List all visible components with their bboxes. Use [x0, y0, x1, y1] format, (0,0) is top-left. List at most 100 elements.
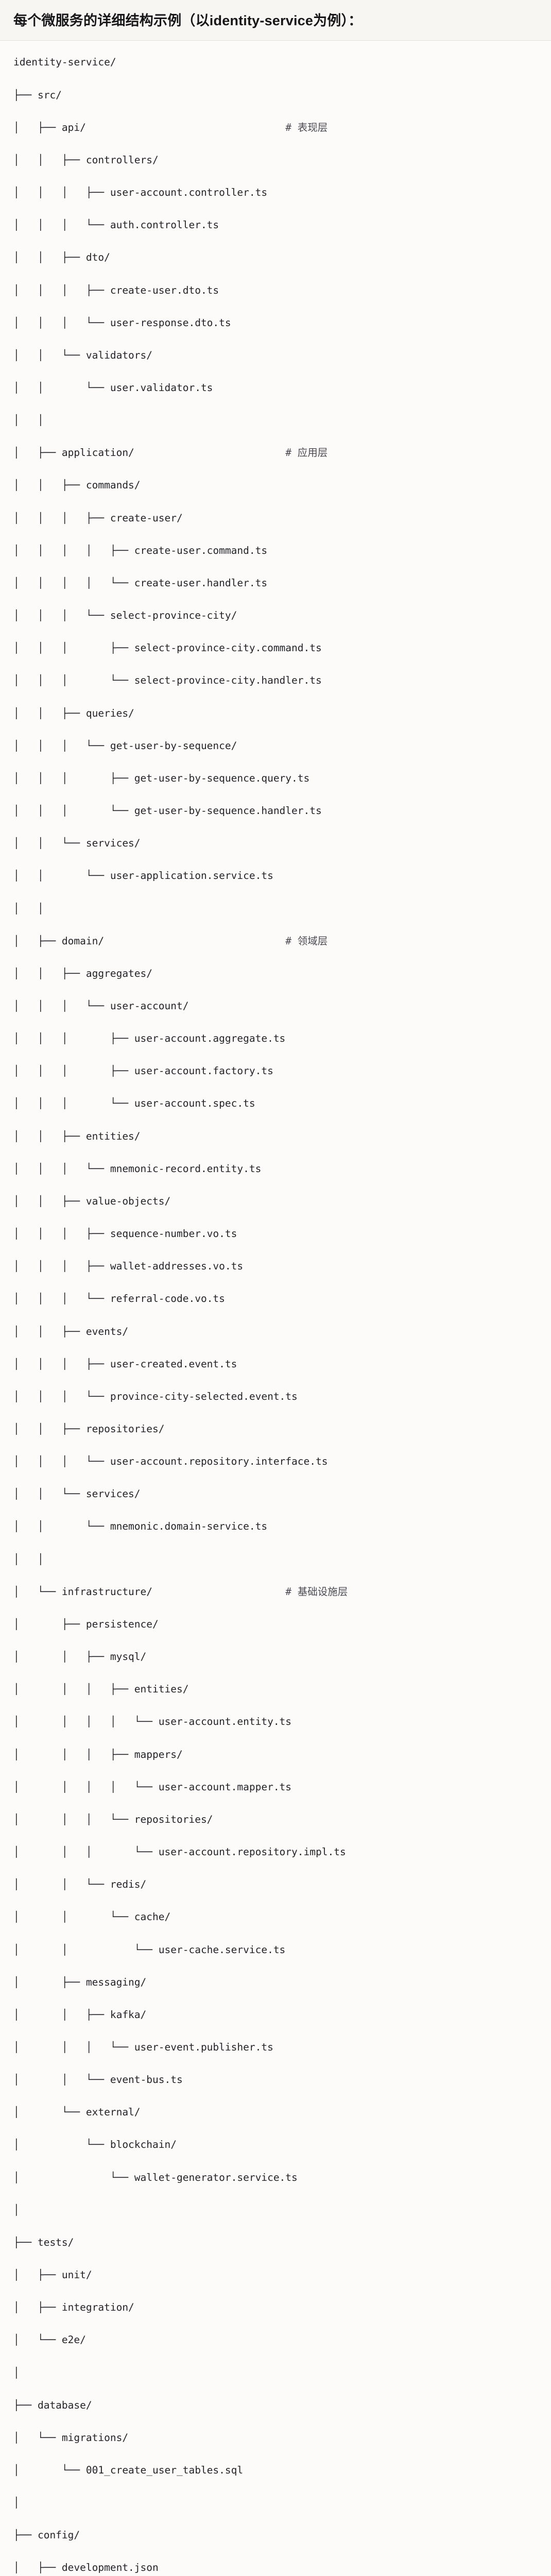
- tree-line: │ │: [13, 412, 538, 429]
- tree-line: │ │ │ └── select-province-city/: [13, 607, 538, 624]
- tree-node-label: │ │ │ ├── wallet-addresses.vo.ts: [13, 1260, 244, 1273]
- tree-node-label: │ ├── development.json: [13, 2562, 159, 2574]
- tree-node-label: │ │ └── validators/: [13, 349, 153, 361]
- tree-node-label: │ │ │ └── province-city-selected.event.t…: [13, 1390, 298, 1402]
- tree-node-label: ├── tests/: [13, 2236, 74, 2248]
- tree-node-label: ├── src/: [13, 89, 62, 101]
- tree-node-label: │ │ ├── commands/: [13, 479, 141, 492]
- tree-node-label: │ │ ├── dto/: [13, 251, 110, 264]
- tree-node-label: │ │ └── mnemonic.domain-service.ts: [13, 1520, 268, 1533]
- tree-line: │ │ │ │ └── user-account.entity.ts: [13, 1714, 538, 1730]
- tree-node-label: │ │ │ ├── create-user.dto.ts: [13, 284, 219, 296]
- tree-node-label: │ │ │ └── referral-code.vo.ts: [13, 1293, 225, 1305]
- tree-node-label: │ │ └── services/: [13, 1488, 141, 1500]
- tree-node-label: │ │ │ └── user-account.spec.ts: [13, 1097, 255, 1110]
- tree-node-label: │ │ │ │ └── create-user.handler.ts: [13, 577, 268, 589]
- tree-line: │ │ │ └── repositories/: [13, 1811, 538, 1828]
- tree-node-comment: # 领域层: [104, 935, 328, 947]
- tree-line: │ │ └── validators/: [13, 347, 538, 364]
- tree-line: │ │ └── services/: [13, 835, 538, 852]
- tree-line: │ └── blockchain/: [13, 2137, 538, 2153]
- tree-node-label: │ │ ├── entities/: [13, 1130, 141, 1142]
- tree-node-comment: # 应用层: [134, 447, 328, 459]
- tree-node-label: identity-service/: [13, 56, 116, 69]
- tree-line: │ │ ├── aggregates/: [13, 965, 538, 982]
- tree-node-label: │ ├── messaging/: [13, 1976, 147, 1988]
- tree-line: │: [13, 2365, 538, 2381]
- page-title: 每个微服务的详细结构示例（以identity-service为例）：: [13, 13, 363, 28]
- tree-node-label: │: [13, 2366, 20, 2379]
- tree-node-label: │ └── e2e/: [13, 2334, 86, 2346]
- tree-node-label: │ │ ├── aggregates/: [13, 967, 153, 979]
- tree-line: │ │ └── cache/: [13, 1909, 538, 1925]
- tree-node-label: │ │ │ ├── user-created.event.ts: [13, 1358, 237, 1370]
- tree-node-label: │ │ │ └── user-account/: [13, 999, 189, 1012]
- tree-line: │ ├── development.json: [13, 2560, 538, 2576]
- tree-line: │ │ │ └── province-city-selected.event.t…: [13, 1388, 538, 1405]
- tree-node-label: │ │ │ ├── mappers/: [13, 1748, 183, 1760]
- directory-tree: identity-service/ ├── src/ │ ├── api/ # …: [13, 54, 538, 2576]
- tree-line: │ │ │ └── referral-code.vo.ts: [13, 1291, 538, 1307]
- tree-line: │ │ │ ├── sequence-number.vo.ts: [13, 1226, 538, 1242]
- tree-line: │ ├── api/ # 表现层: [13, 120, 538, 136]
- tree-node-label: │ │ │ └── user-event.publisher.ts: [13, 2041, 273, 2053]
- tree-line: │ │ │ ├── create-user/: [13, 510, 538, 527]
- tree-line: │ │ │ └── user-account/: [13, 998, 538, 1014]
- tree-line: │ │ │ ├── select-province-city.command.t…: [13, 640, 538, 656]
- tree-line: │ │ └── user-cache.service.ts: [13, 1942, 538, 1958]
- tree-node-label: │ │ │ └── repositories/: [13, 1813, 213, 1825]
- tree-line: │ └── 001_create_user_tables.sql: [13, 2462, 538, 2479]
- tree-line: ├── database/: [13, 2397, 538, 2414]
- tree-line: ├── tests/: [13, 2234, 538, 2251]
- tree-line: │ │: [13, 1551, 538, 1568]
- tree-line: │ │ └── event-bus.ts: [13, 2072, 538, 2088]
- tree-line: │ │ │ ├── user-created.event.ts: [13, 1356, 538, 1372]
- tree-line: │ │ ├── dto/: [13, 249, 538, 266]
- tree-line: │ │ ├── value-objects/: [13, 1193, 538, 1210]
- tree-node-label: │ │ │ └── user-response.dto.ts: [13, 316, 231, 329]
- tree-line: │ │ ├── controllers/: [13, 152, 538, 168]
- tree-line: │ │ │ └── user-account.repository.interf…: [13, 1453, 538, 1470]
- tree-node-label: │ │ │ │ └── user-account.entity.ts: [13, 1716, 292, 1728]
- tree-line: │ │ ├── entities/: [13, 1128, 538, 1145]
- tree-node-label: │ │: [13, 1553, 44, 1565]
- tree-line: │ │ │ └── user-response.dto.ts: [13, 315, 538, 331]
- tree-node-label: │ └── infrastructure/: [13, 1585, 153, 1598]
- tree-node-label: │ ├── persistence/: [13, 1618, 159, 1630]
- tree-node-comment: # 表现层: [85, 121, 328, 133]
- tree-node-comment: # 基础设施层: [152, 1585, 348, 1598]
- tree-line: │ └── wallet-generator.service.ts: [13, 2170, 538, 2186]
- tree-node-label: │ ├── unit/: [13, 2269, 92, 2281]
- tree-node-label: │ └── wallet-generator.service.ts: [13, 2171, 298, 2183]
- tree-line: │ │ ├── repositories/: [13, 1421, 538, 1437]
- tree-node-label: │ └── blockchain/: [13, 2139, 177, 2151]
- tree-line: │ │ └── user-application.service.ts: [13, 868, 538, 884]
- tree-line: │ │ │ ├── user-account.factory.ts: [13, 1063, 538, 1079]
- tree-node-label: │ │ ├── repositories/: [13, 1423, 165, 1435]
- tree-node-label: │ │ │ ├── user-account.aggregate.ts: [13, 1032, 286, 1045]
- tree-node-label: │ │ └── redis/: [13, 1878, 147, 1891]
- tree-node-label: │ │ │ ├── sequence-number.vo.ts: [13, 1228, 237, 1240]
- tree-node-label: │ │ ├── kafka/: [13, 2008, 147, 2021]
- tree-line: │ └── e2e/: [13, 2332, 538, 2348]
- tree-node-label: ├── database/: [13, 2399, 92, 2411]
- tree-line: │ ├── domain/ # 领域层: [13, 933, 538, 950]
- tree-node-label: │ │ ├── value-objects/: [13, 1195, 171, 1207]
- tree-node-label: │ ├── domain/: [13, 935, 105, 947]
- tree-line: │ │: [13, 901, 538, 917]
- tree-line: │ │ │ └── user-event.publisher.ts: [13, 2039, 538, 2056]
- title-section: 每个微服务的详细结构示例（以identity-service为例）：: [0, 0, 551, 41]
- tree-node-label: │ ├── integration/: [13, 2301, 134, 2314]
- directory-tree-block: identity-service/ ├── src/ │ ├── api/ # …: [0, 41, 551, 2576]
- tree-line: │ │ └── services/: [13, 1486, 538, 1502]
- tree-node-label: │ │ │ │ └── user-account.mapper.ts: [13, 1781, 292, 1793]
- tree-line: │ │ │ └── user-account.repository.impl.t…: [13, 1844, 538, 1860]
- tree-node-label: │ │ │ └── mnemonic-record.entity.ts: [13, 1162, 262, 1175]
- tree-line: │ │ ├── commands/: [13, 477, 538, 494]
- tree-node-label: │ ├── application/: [13, 447, 134, 459]
- tree-line: │ │ └── redis/: [13, 1876, 538, 1893]
- tree-line: │ │ │ └── auth.controller.ts: [13, 217, 538, 233]
- tree-line: │ │ └── mnemonic.domain-service.ts: [13, 1518, 538, 1535]
- tree-line: │ ├── messaging/: [13, 1974, 538, 1991]
- tree-line: ├── config/: [13, 2527, 538, 2544]
